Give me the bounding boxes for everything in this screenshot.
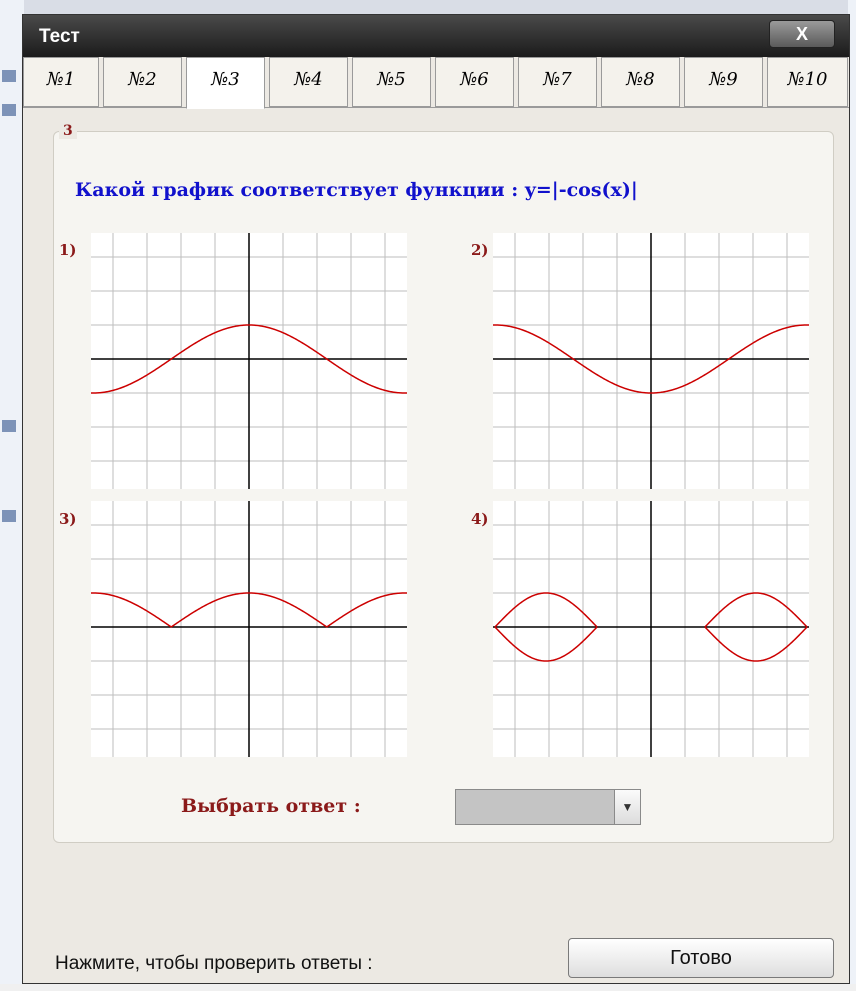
option-2-graph[interactable]	[493, 233, 809, 489]
curve	[493, 324, 809, 394]
window-title: Тест	[39, 26, 80, 47]
curve	[704, 592, 808, 628]
test-dialog: Тест X №1 №2 №3 №4 №5 №6 №7 №8 №9 №10 3 …	[22, 14, 850, 984]
tab-1[interactable]: №1	[23, 57, 99, 107]
option-4-label: 4)	[471, 510, 489, 528]
background-app	[0, 0, 856, 14]
tab-8[interactable]: №8	[601, 57, 680, 107]
background-app-right	[848, 0, 856, 991]
option-4-graph[interactable]	[493, 501, 809, 757]
option-3-graph[interactable]	[91, 501, 407, 757]
title-bar: Тест X	[23, 15, 849, 57]
curve	[704, 626, 808, 662]
option-1-graph[interactable]	[91, 233, 407, 489]
tab-bar: №1 №2 №3 №4 №5 №6 №7 №8 №9 №10	[23, 57, 849, 109]
background-app-left	[0, 0, 24, 991]
curve	[91, 592, 407, 628]
background-app-bottom	[0, 984, 856, 991]
background-fragment	[2, 420, 16, 432]
option-2-label: 2)	[471, 241, 489, 259]
check-answers-prompt: Нажмите, чтобы проверить ответы :	[55, 953, 373, 974]
tab-3[interactable]: №3	[186, 57, 265, 109]
close-icon: X	[795, 24, 808, 44]
answer-select[interactable]: ▼	[455, 789, 641, 825]
tab-10[interactable]: №10	[767, 57, 848, 107]
tab-2[interactable]: №2	[103, 57, 182, 107]
tab-7[interactable]: №7	[518, 57, 597, 107]
background-fragment	[2, 510, 16, 522]
tab-9[interactable]: №9	[684, 57, 763, 107]
background-fragment	[2, 104, 16, 116]
close-button[interactable]: X	[769, 20, 835, 48]
chevron-down-icon[interactable]: ▼	[614, 790, 640, 824]
option-1-label: 1)	[59, 241, 77, 259]
curve	[494, 626, 598, 662]
option-3-label: 3)	[59, 510, 77, 528]
tab-4[interactable]: №4	[269, 57, 348, 107]
done-button[interactable]: Готово	[568, 938, 834, 978]
question-number: 3	[59, 123, 77, 139]
background-fragment	[2, 70, 16, 82]
curve	[91, 324, 407, 394]
question-text: Какой график соответствует функции : y=|…	[75, 179, 638, 201]
tab-5[interactable]: №5	[352, 57, 431, 107]
curve	[494, 592, 598, 628]
tab-6[interactable]: №6	[435, 57, 514, 107]
answer-label: Выбрать ответ :	[181, 795, 361, 817]
